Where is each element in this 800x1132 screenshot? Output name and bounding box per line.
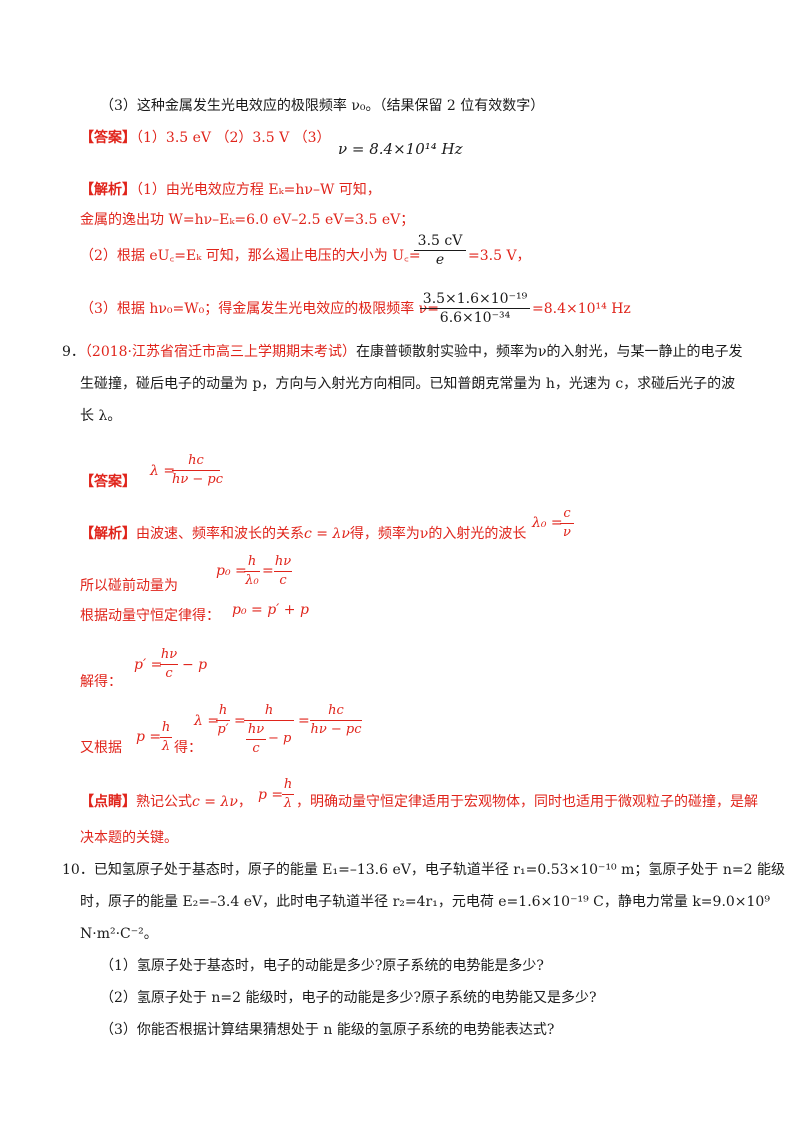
stopping-voltage-fraction: 3.5 cV e: [414, 232, 466, 269]
tip-fraction: h λ: [282, 777, 294, 811]
q9-answer-lhs: λ =: [150, 463, 176, 479]
question-source: （2018·江苏省宿迁市高三上学期期末考试）: [84, 344, 356, 360]
q10-part1: （1）氢原子处于基态时，电子的动能是多少?原子系统的电势能是多少?: [100, 958, 544, 974]
again-fraction: h λ: [160, 720, 172, 754]
lambda0-fraction: c ν: [560, 505, 574, 542]
q9-stem-line3: 长 λ。: [80, 408, 122, 424]
q9-answer-fraction: hc hν − pc: [172, 453, 224, 487]
again-lhs: p =: [136, 729, 162, 745]
q9-analysis-line1: 【解析】由波速、频率和波长的关系c = λν得，频率为ν的入射光的波长: [80, 526, 527, 542]
q10-part2: （2）氢原子处于 n=2 能级时，电子的动能是多少?原子系统的电势能又是多少?: [100, 990, 597, 1006]
q8-answer-formula: ν = 8.4×10¹⁴ Hz: [338, 140, 463, 158]
q8-analysis-line3-end: =3.5 V，: [468, 248, 531, 264]
final-fraction-1: h p′: [216, 703, 230, 737]
q8-analysis-line2: 金属的逸出功 W=hν–Eₖ=6.0 eV–2.5 eV=3.5 eV；: [80, 212, 415, 228]
question-number: 10．: [62, 862, 94, 878]
answer-tag: 【答案】: [80, 130, 136, 146]
q8-analysis-line1: 【解析】（1）由光电效应方程 Eₖ=hν–W 可知，: [80, 182, 381, 198]
q9-answer-tag: 【答案】: [80, 474, 136, 490]
q9-momentum-text: 所以碰前动量为: [80, 578, 178, 594]
q9-conservation-text: 根据动量守恒定律得：: [80, 608, 220, 624]
question-number: 9．: [62, 344, 85, 360]
q8-analysis-line4-end: =8.4×10¹⁴ Hz: [532, 301, 631, 317]
q9-tip-line1-rest: ，明确动量守恒定律适用于宏观物体，同时也适用于微观粒子的碰撞，是解: [296, 794, 758, 810]
p0-fraction-2: hν c: [274, 554, 292, 588]
final-fraction-2: h hν c − p: [244, 702, 294, 756]
threshold-frequency-fraction: 3.5×1.6×10⁻¹⁹ 6.6×10⁻³⁴: [420, 290, 530, 327]
analysis-tag: 【解析】: [80, 182, 136, 198]
q8-part3: （3）这种金属发生光电效应的极限频率 ν₀。（结果保留 2 位有效数字）: [100, 98, 545, 114]
tip-tag: 【点睛】: [80, 794, 136, 810]
answer-body: （1）3.5 eV （2）3.5 V （3）: [136, 130, 331, 146]
p0-lhs: p₀ =: [216, 563, 247, 579]
solve-fraction: hν c: [160, 647, 178, 681]
conservation-formula: p₀ = p′ + p: [232, 602, 309, 618]
q9-tip-line1: 【点睛】熟记公式c = λν，: [80, 794, 252, 810]
q9-solve-text: 解得：: [80, 674, 122, 690]
solve-lhs: p′ =: [134, 657, 163, 673]
q10-part3: （3）你能否根据计算结果猜想处于 n 能级的氢原子系统的电势能表达式?: [100, 1022, 555, 1038]
q8-answer: 【答案】（1）3.5 eV （2）3.5 V （3）: [80, 128, 331, 148]
final-lhs: λ =: [194, 713, 220, 729]
q9-again-text: 又根据: [80, 740, 122, 756]
q9-stem-line2: 生碰撞，碰后电子的动量为 p，方向与入射光方向相同。已知普朗克常量为 h，光速为…: [80, 376, 736, 392]
q8-analysis-line4: （3）根据 hν₀=W₀；得金属发生光电效应的极限频率 ν=: [80, 301, 439, 317]
q9-tip-line2: 决本题的关键。: [80, 830, 178, 846]
lambda0-lhs: λ₀ =: [532, 515, 563, 531]
q10-stem-line3: N·m²·C⁻²。: [80, 926, 158, 942]
q8-analysis-line3: （2）根据 eU꜀=Eₖ 可知，那么遏止电压的大小为 U꜀=: [80, 248, 421, 264]
q9-stem-line1: 9．（2018·江苏省宿迁市高三上学期期末考试）在康普顿散射实验中，频率为ν的入…: [62, 344, 743, 360]
final-fraction-3: hc hν − pc: [310, 703, 362, 737]
q10-stem-line1: 10．已知氢原子处于基态时，原子的能量 E₁=–13.6 eV，电子轨道半径 r…: [62, 862, 785, 878]
q10-stem-line2: 时，原子的能量 E₂=–3.4 eV，此时电子轨道半径 r₂=4r₁，元电荷 e…: [80, 894, 770, 910]
p0-fraction-1: h λ₀: [244, 554, 260, 588]
